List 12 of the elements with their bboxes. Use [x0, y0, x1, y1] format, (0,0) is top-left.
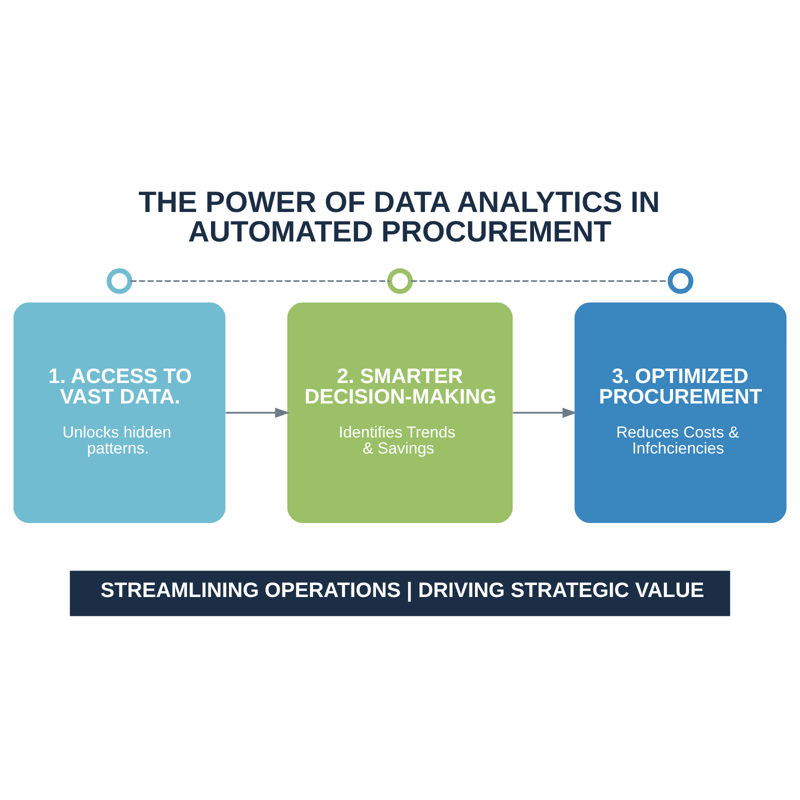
node-box: STREAMLINING OPERATIONS | DRIVING STRATEGIC VALUE: [70, 570, 730, 616]
node-circle: [387, 268, 413, 294]
node-circle: [668, 268, 694, 294]
diagram-title: THE POWER OF DATA ANALYTICS IN AUTOMATED PROCUREMENT: [138, 186, 660, 248]
connector: [130, 280, 390, 282]
arrow: [226, 407, 290, 418]
connector: [410, 280, 670, 282]
node-box: 3. OPTIMIZED PROCUREMENT Reduces Costs & Infchciencies: [574, 302, 786, 522]
node-box: 1. ACCESS TO VAST DATA. Unlocks hidden patterns.: [14, 302, 226, 522]
node-box: 2. SMARTER DECISION-MAKING Identifies Trends & Savings: [287, 302, 513, 522]
arrow: [512, 407, 578, 418]
node-circle: [106, 268, 132, 294]
